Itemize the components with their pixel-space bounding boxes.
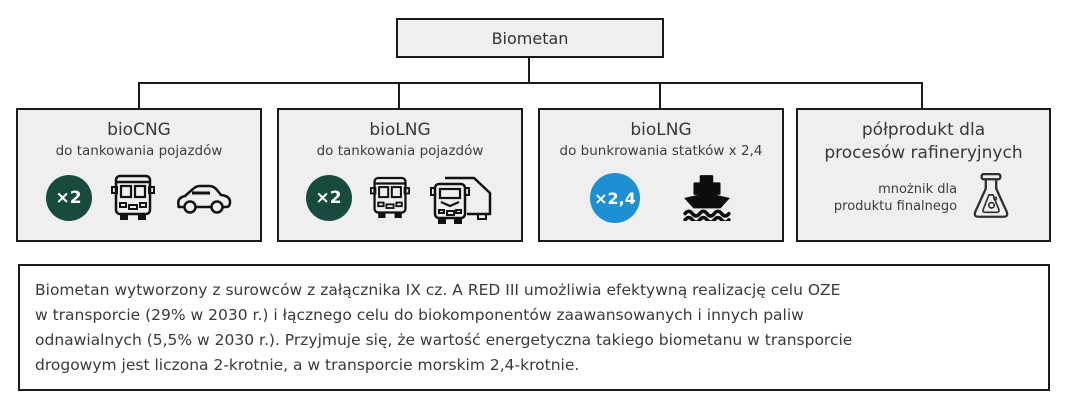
node-note-row: mnożnik dla produktu finalnego [798, 173, 1049, 223]
description-line-3: odnawialnych (5,5% w 2030 r.). Przyjmuje… [35, 331, 853, 349]
car-icon [175, 180, 233, 216]
node-biolng-road: bioLNG do tankowania pojazdów ×2 [277, 108, 523, 242]
node-biocng: bioCNG do tankowania pojazdów ×2 [16, 108, 262, 242]
multiplier-badge: ×2 [45, 175, 92, 221]
multiplier-badge: ×2,4 [590, 173, 640, 223]
node-icon-row: ×2 [18, 169, 260, 227]
node-subtitle: do bunkrowania statków x 2,4 [559, 143, 763, 159]
node-note-line2: produktu finalnego [833, 199, 958, 214]
node-note: mnożnik dla produktu finalnego [834, 181, 957, 215]
node-title-line1: półprodukt dla [861, 120, 986, 140]
multiplier-badge: ×2 [305, 175, 352, 221]
node-title-line2: procesów rafineryjnych [824, 143, 1023, 163]
node-refinery-semiproduct: półprodukt dla procesów rafineryjnych mn… [796, 108, 1051, 242]
node-note-line1: mnożnik dla [878, 182, 958, 197]
node-title: bioLNG [369, 120, 431, 140]
flask-icon [969, 173, 1013, 223]
connector-horizontal [138, 82, 923, 84]
node-title: bioLNG [630, 120, 692, 140]
node-subtitle: do tankowania pojazdów [316, 143, 484, 159]
node-title: bioCNG [107, 120, 171, 140]
connector-drop-2 [398, 82, 400, 108]
connector-root-stem [528, 58, 530, 83]
bus-icon [111, 174, 155, 222]
connector-drop-4 [921, 82, 923, 108]
truck-icon [429, 172, 495, 224]
connector-drop-3 [659, 82, 661, 108]
description-line-4: drogowym jest liczona 2-krotnie, a w tra… [35, 356, 580, 374]
root-node-label: Biometan [491, 28, 569, 48]
description-line-1: Biometan wytworzony z surowców z załączn… [35, 281, 841, 299]
description-line-2: w transporcie (29% w 2030 r.) i łącznego… [35, 306, 804, 324]
node-icon-row: ×2,4 [540, 169, 782, 227]
node-subtitle: do tankowania pojazdów [55, 143, 223, 159]
node-icon-row: ×2 [279, 169, 521, 227]
root-node-biometan: Biometan [396, 18, 664, 58]
connector-drop-1 [138, 82, 140, 108]
node-biolng-marine: bioLNG do bunkrowania statków x 2,4 ×2,4 [538, 108, 784, 242]
ship-icon [682, 175, 732, 221]
bus-icon [370, 175, 410, 221]
description-box: Biometan wytworzony z surowców z załączn… [18, 264, 1050, 391]
